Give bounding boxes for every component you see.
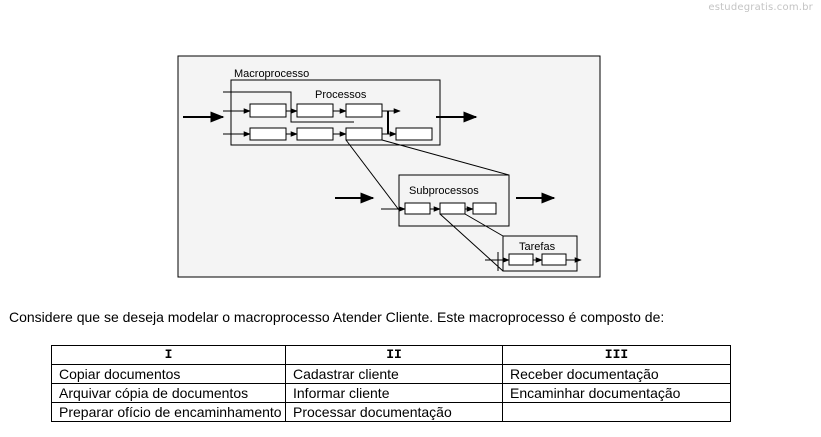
watermark: estudegratis.com.br xyxy=(708,2,813,13)
processes-label: Processos xyxy=(315,89,367,101)
table-row: Arquivar cópia de documentos Informar cl… xyxy=(51,383,731,403)
table-cell: Cadastrar cliente xyxy=(285,364,503,384)
task-item xyxy=(541,253,567,266)
process-box xyxy=(296,103,334,118)
subprocesses-label: Subprocessos xyxy=(409,185,479,197)
process-box-expanded xyxy=(345,127,383,141)
column-header-iii: III xyxy=(502,345,731,365)
process-box xyxy=(296,127,334,141)
column-header-i: I xyxy=(51,345,286,365)
process-hierarchy-diagram: Macroprocesso Processos Subprocessos Tar… xyxy=(177,55,601,278)
table-cell xyxy=(502,402,731,422)
process-box xyxy=(249,127,287,141)
table-row: Copiar documentos Cadastrar cliente Rece… xyxy=(51,364,731,384)
subprocess-item-expanded xyxy=(439,202,466,215)
table-cell: Copiar documentos xyxy=(51,364,286,384)
table-cell: Preparar ofício de encaminhamento xyxy=(51,402,286,422)
composition-table: I II III Copiar documentos Cadastrar cli… xyxy=(51,345,731,422)
process-box xyxy=(345,103,383,118)
subprocess-item xyxy=(404,202,431,215)
zoom-line xyxy=(345,139,400,211)
macroprocess-label: Macroprocesso xyxy=(234,68,309,80)
question-text: Considere que se deseja modelar o macrop… xyxy=(9,309,665,325)
table-cell: Processar documentação xyxy=(285,402,503,422)
subprocess-item xyxy=(472,202,497,215)
table-cell: Informar cliente xyxy=(285,383,503,403)
zoom-line xyxy=(464,213,504,237)
process-box xyxy=(395,127,433,141)
table-row: Preparar ofício de encaminhamento Proces… xyxy=(51,402,731,422)
table-cell: Receber documentação xyxy=(502,364,731,384)
process-box xyxy=(249,103,287,118)
process-connector xyxy=(223,91,354,123)
tasks-label: Tarefas xyxy=(519,241,556,253)
column-header-ii: II xyxy=(285,345,503,365)
table-cell: Encaminhar documentação xyxy=(502,383,731,403)
subprocess-box xyxy=(398,174,510,227)
table-header-row: I II III xyxy=(51,345,731,365)
table-cell: Arquivar cópia de documentos xyxy=(51,383,286,403)
task-item xyxy=(508,253,534,266)
zoom-line xyxy=(381,139,510,176)
zoom-line xyxy=(439,213,504,272)
